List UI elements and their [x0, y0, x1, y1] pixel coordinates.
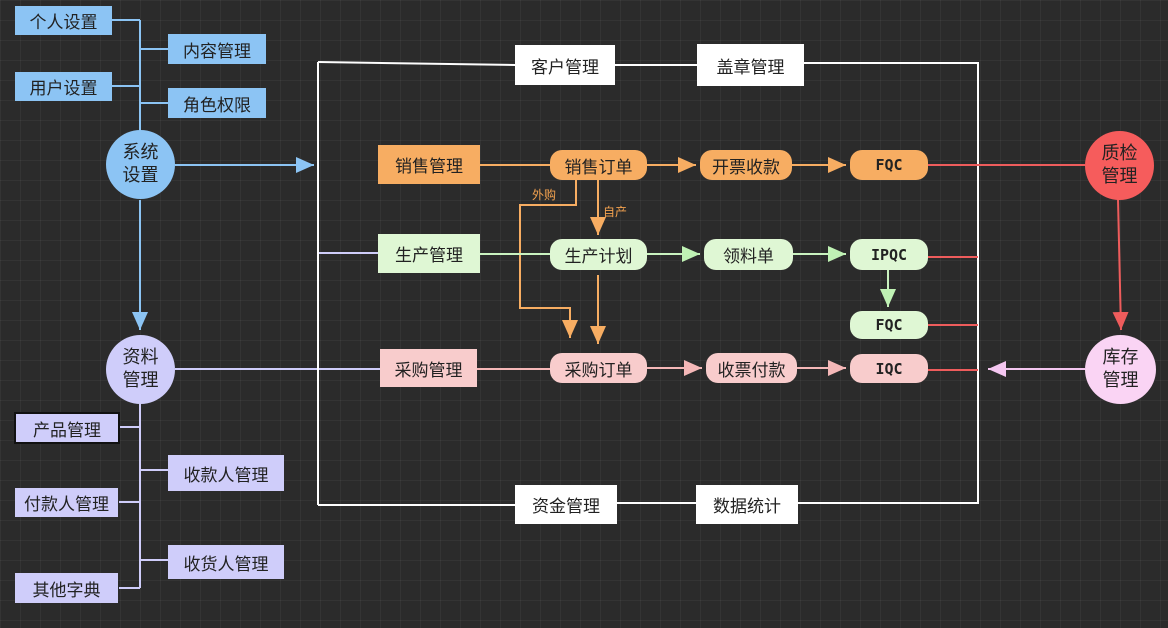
invoice-payment[interactable]: 收票付款: [706, 353, 797, 383]
self-made-label: 自产: [603, 205, 628, 219]
fund-management[interactable]: 资金管理: [515, 485, 617, 524]
system-settings-label: 系统 设置: [122, 142, 159, 186]
purchase-management[interactable]: 采购管理: [380, 349, 477, 387]
receiver-management[interactable]: 收货人管理: [168, 545, 284, 579]
quality-inspection-label: 质检 管理: [1101, 143, 1138, 187]
material-requisition[interactable]: 领料单: [704, 239, 793, 270]
personal-settings[interactable]: 个人设置: [15, 6, 112, 35]
data-management-hub[interactable]: 资料 管理: [106, 335, 175, 404]
inventory-hub[interactable]: 库存 管理: [1085, 335, 1156, 404]
inventory-label: 库存 管理: [1102, 347, 1139, 391]
role-permissions[interactable]: 角色权限: [168, 88, 266, 118]
other-dictionary[interactable]: 其他字典: [15, 573, 118, 603]
customer-management[interactable]: 客户管理: [515, 45, 615, 85]
payee-management[interactable]: 收款人管理: [168, 455, 284, 491]
production-management[interactable]: 生产管理: [378, 234, 480, 273]
production-plan[interactable]: 生产计划: [550, 239, 647, 270]
ipqc[interactable]: IPQC: [850, 239, 928, 270]
user-settings[interactable]: 用户设置: [15, 72, 112, 101]
data-management-label: 资料 管理: [122, 347, 159, 391]
quality-inspection-hub[interactable]: 质检 管理: [1085, 131, 1154, 200]
system-settings-hub[interactable]: 系统 设置: [106, 130, 175, 199]
content-management[interactable]: 内容管理: [168, 34, 266, 64]
purchase-order[interactable]: 采购订单: [550, 353, 647, 383]
sales-management[interactable]: 销售管理: [378, 145, 480, 184]
iqc[interactable]: IQC: [850, 354, 928, 383]
outsource-label: 外购: [532, 188, 557, 202]
payer-management[interactable]: 付款人管理: [15, 488, 118, 517]
data-statistics[interactable]: 数据统计: [696, 485, 798, 524]
product-management[interactable]: 产品管理: [14, 412, 120, 444]
production-fqc[interactable]: FQC: [850, 311, 928, 339]
sales-fqc[interactable]: FQC: [850, 150, 928, 180]
seal-management[interactable]: 盖章管理: [697, 44, 804, 86]
invoice-collection[interactable]: 开票收款: [700, 150, 792, 180]
sales-order[interactable]: 销售订单: [550, 150, 647, 180]
